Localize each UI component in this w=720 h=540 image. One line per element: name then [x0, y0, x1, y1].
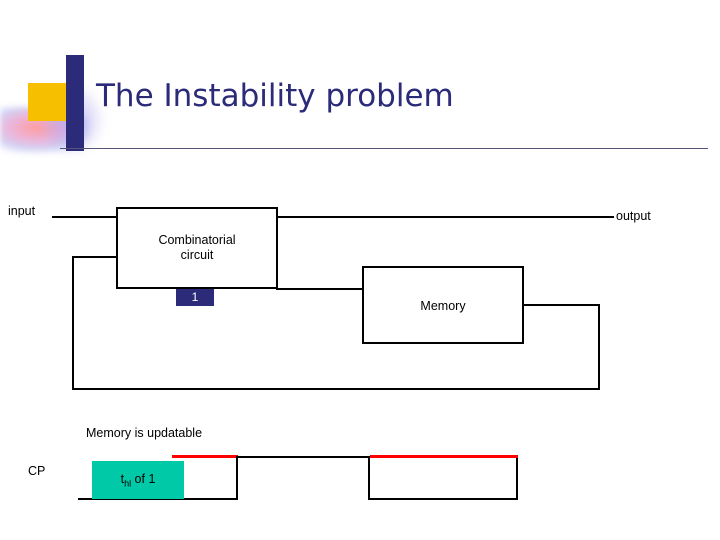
wire-feedback-right-vertical [598, 304, 600, 390]
memory-box: Memory [362, 266, 524, 344]
yellow-square-icon [28, 83, 66, 121]
wire-comb-to-output [276, 216, 614, 218]
wire-comb-to-memory [276, 288, 364, 290]
wire-comb-left-to-feedback [72, 256, 118, 258]
clock-rising-edge-1 [236, 456, 238, 500]
thold-text: thl of 1 [120, 471, 156, 489]
combinatorial-circuit-label-line2: circuit [180, 248, 214, 262]
clock-rising-edge-2 [516, 456, 518, 500]
decorative-corner-graphic [0, 55, 104, 155]
thold-box: thl of 1 [92, 461, 184, 499]
output-label: output [616, 209, 651, 223]
input-label: input [8, 204, 36, 218]
clock-high-segment-1 [172, 455, 238, 458]
page-title: The Instability problem [96, 78, 454, 114]
combinatorial-circuit-label-line1: Combinatorial [158, 233, 236, 247]
clock-falling-edge-1 [368, 456, 370, 500]
state-value-badge: 1 [176, 289, 214, 306]
clock-high-segment-2 [370, 455, 518, 458]
memory-label: Memory [420, 299, 466, 313]
wire-feedback-bottom [72, 388, 600, 390]
wire-memory-to-feedback [522, 304, 600, 306]
clock-low-segment-2 [368, 498, 518, 500]
navy-bar-icon [66, 55, 84, 151]
wire-feedback-left-vertical [72, 256, 74, 390]
clock-low-segment-1 [78, 498, 238, 500]
clock-top-segment-1 [236, 456, 370, 458]
title-divider [60, 148, 708, 149]
wire-input-to-comb [52, 216, 118, 218]
cp-label: CP [28, 464, 46, 478]
combinatorial-circuit-box: Combinatorial circuit [116, 207, 278, 289]
memory-updatable-note: Memory is updatable [86, 426, 203, 440]
